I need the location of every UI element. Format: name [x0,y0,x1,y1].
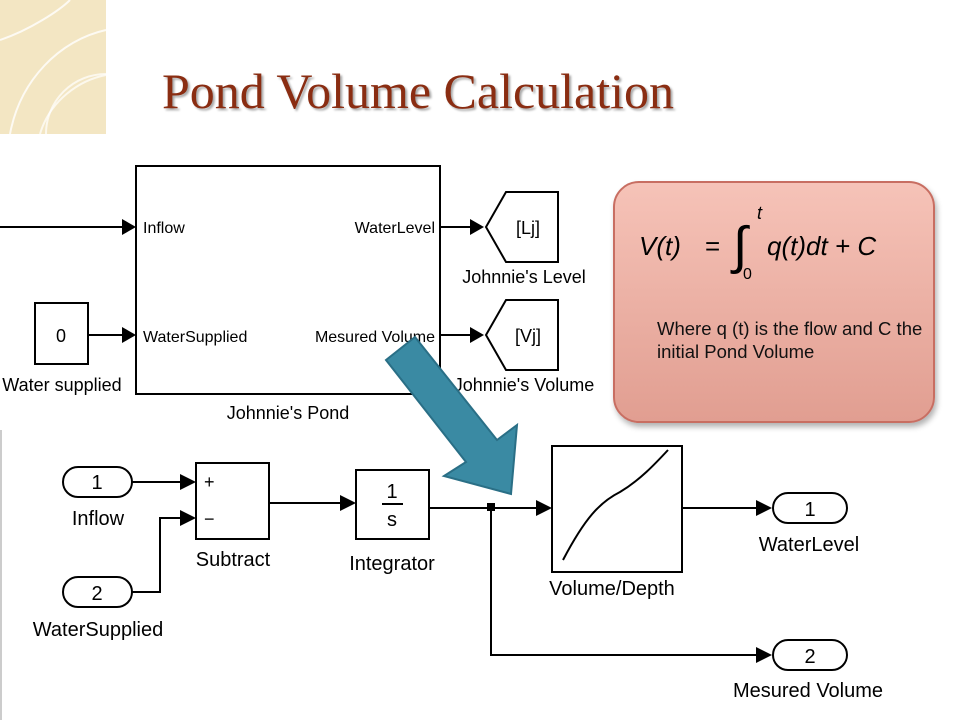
goto-block-lj[interactable] [484,191,559,263]
constant-value: 0 [56,326,66,346]
formula-integral: ∫ [730,217,750,275]
integrator-numerator: 1 [386,481,397,503]
subtract-block[interactable] [195,462,270,540]
constant-block[interactable] [34,302,89,365]
goto-vj-arrowhead [470,327,484,343]
subsystem-port-waterlevel: WaterLevel [355,220,435,237]
slide-title: Pond Volume Calculation [162,63,675,119]
goto-lj-arrowhead [470,219,484,235]
goto-label-lj: Johnnie's Level [462,267,586,287]
constant-label: Water supplied [2,375,121,395]
bottom-diagram: 1 Inflow 2 WaterSupplied + − Subtract 1 … [0,430,883,720]
formula-integrand: q(t)dt + C [767,231,876,261]
outport-2-label: Mesured Volume [733,680,883,702]
subtract-minus-arrowhead [180,510,196,526]
inport-2-label: WaterSupplied [33,619,163,641]
subtract-minus-sign: − [204,509,215,529]
formula-lower-limit: 0 [743,266,752,283]
outport-1-number: 1 [804,499,815,521]
outport-2-arrowhead [756,647,772,663]
outport-1-block[interactable] [772,492,848,524]
inport-2-signal-line [132,517,180,593]
integrator-label: Integrator [349,553,435,575]
branch-signal-line [490,508,756,656]
watersupplied-arrowhead [122,327,136,343]
subtract-plus-sign: + [204,472,215,492]
subtract-plus-arrowhead [180,474,196,490]
goto-tag-vj: [Vj] [515,326,541,346]
lookup-arrowhead [536,500,552,516]
formula-lhs: V(t) [639,231,681,261]
lookup-curve [562,449,669,561]
subsystem-port-mesured-volume: Mesured Volume [315,329,435,346]
integrator-arrowhead [340,495,356,511]
outport-1-label: WaterLevel [759,534,859,556]
subsystem-name: Johnnie's Pond [227,403,350,423]
subsystem-block[interactable] [135,165,441,395]
goto-label-vj: Johnnie's Volume [454,375,595,395]
formula-callout: V(t) = ∫ t 0 q(t)dt + C Where q (t) is t… [613,181,935,423]
lookup-label: Volume/Depth [549,578,675,600]
subsystem-port-inflow: Inflow [143,220,185,237]
inport-1-number: 1 [91,472,102,494]
subsystem-port-watersupplied: WaterSupplied [143,329,247,346]
corner-decoration [0,0,110,140]
inflow-arrowhead [122,219,136,235]
formula-equals: = [705,231,720,261]
inport-1-label: Inflow [72,508,125,530]
integrator-denominator: s [387,509,397,531]
branch-point [487,503,495,511]
goto-tag-lj: [Lj] [516,218,540,238]
formula-upper-limit: t [757,203,763,223]
outport-1-arrowhead [756,500,772,516]
formula: V(t) = ∫ t 0 q(t)dt + C [639,203,876,283]
subtract-label: Subtract [196,549,271,571]
top-diagram: Inflow WaterSupplied WaterLevel Mesured … [0,165,595,423]
lookup-block[interactable] [551,445,683,573]
inport-2-number: 2 [91,583,102,605]
outport-2-number: 2 [804,646,815,668]
outport-2-block[interactable] [772,639,848,671]
formula-note: Where q (t) is the flow and C the initia… [657,318,923,362]
